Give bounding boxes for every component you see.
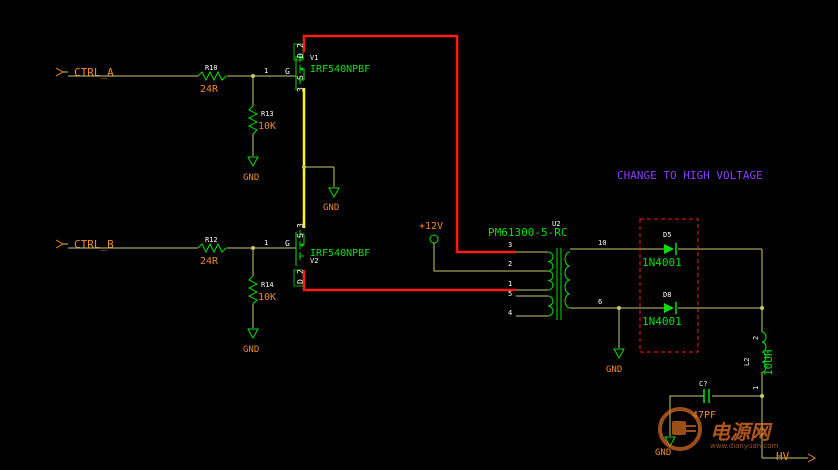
transformer-part: PM61300-5-RC bbox=[488, 226, 567, 239]
resistor-r12-ref: R12 bbox=[205, 236, 218, 244]
mosfet-v1-source-pin: S bbox=[296, 75, 305, 80]
port-ctrl-a-label: CTRL_A bbox=[74, 66, 114, 79]
inductor-pin: 2 bbox=[752, 336, 760, 340]
transformer-ref: U2 bbox=[552, 220, 560, 228]
mosfet-v1-source-num: 3 bbox=[296, 87, 305, 92]
capacitor-c: C? 47PF bbox=[669, 380, 764, 436]
net-drain-v2 bbox=[302, 270, 548, 292]
watermark-text: 电源网 bbox=[710, 420, 770, 444]
mosfet-v2: S 3 D 2 G V2 IRF540NPBF bbox=[285, 223, 370, 287]
resistor-r13-ref: R13 bbox=[261, 110, 274, 118]
resistor-r13: R13 10K bbox=[247, 76, 276, 156]
ground-label: GND bbox=[243, 345, 259, 355]
inductor-ref: L2 bbox=[743, 358, 751, 366]
inductor-value: 10UH bbox=[762, 350, 775, 377]
watermark-logo-icon bbox=[658, 407, 702, 451]
watermark-subtext: www.dianyuan.com bbox=[710, 442, 779, 450]
diode-d5: D5 1N4001 bbox=[642, 231, 682, 269]
ground-symbol: GND bbox=[243, 328, 259, 355]
net-drain-v1 bbox=[302, 34, 548, 254]
resistor-r10: R10 24R bbox=[197, 64, 228, 95]
mosfet-v2-ref: V2 bbox=[310, 257, 318, 265]
diode-d8-part: 1N4001 bbox=[642, 315, 682, 328]
mosfet-v2-source-num: 3 bbox=[296, 223, 305, 228]
inductor-l2: L2 10UH 2 1 bbox=[743, 331, 775, 458]
ground-label: GND bbox=[243, 173, 259, 183]
mosfet-v1: D 2 S 3 G V1 IRF540NPBF bbox=[285, 43, 370, 92]
mosfet-v2-part: IRF540NPBF bbox=[310, 248, 370, 259]
mosfet-v1-part: IRF540NPBF bbox=[310, 64, 370, 75]
secondary-wiring bbox=[570, 248, 764, 348]
wire-ctrl-b bbox=[68, 246, 296, 250]
ground-symbol: GND bbox=[655, 436, 676, 458]
resistor-r12-value: 24R bbox=[200, 256, 219, 267]
ground-symbol: GND bbox=[606, 348, 625, 375]
supply-label: +12V bbox=[419, 221, 443, 232]
resistor-r14: R14 10K bbox=[247, 248, 276, 328]
ground-label: GND bbox=[655, 448, 671, 458]
diode-d8-ref: D8 bbox=[663, 291, 671, 299]
mosfet-v1-ref: V1 bbox=[310, 54, 318, 62]
port-hv-label: HV bbox=[776, 450, 790, 463]
diode-d8: D8 1N4001 bbox=[642, 291, 682, 328]
mosfet-v1-drain-pin: D bbox=[296, 53, 305, 58]
ground-label: GND bbox=[606, 365, 622, 375]
diode-d5-part: 1N4001 bbox=[642, 256, 682, 269]
transformer-pin: 6 bbox=[598, 298, 602, 306]
ground-symbol: GND bbox=[243, 156, 259, 183]
transformer-pin: 10 bbox=[598, 239, 606, 247]
resistor-r14-value: 10K bbox=[258, 292, 276, 303]
transformer-pin: 3 bbox=[508, 241, 512, 249]
transformer-pin: 5 bbox=[508, 290, 512, 298]
resistor-r14-ref: R14 bbox=[261, 281, 274, 289]
mosfet-v2-source-pin: S bbox=[296, 233, 305, 238]
transformer-pin: 2 bbox=[508, 260, 512, 268]
mosfet-v1-gate-pin: G bbox=[285, 67, 290, 76]
transformer-pin: 1 bbox=[508, 280, 512, 288]
supply-12v: +12V bbox=[419, 221, 548, 272]
diode-enclosure bbox=[639, 218, 699, 353]
resistor-r10-ref: R10 bbox=[205, 64, 218, 72]
ground-symbol: GND bbox=[323, 187, 340, 213]
mosfet-v2-drain-pin: D bbox=[296, 279, 305, 284]
transformer-u2: U2 PM61300-5-RC 3 2 1 5 4 10 6 bbox=[488, 220, 606, 320]
note-text: CHANGE TO HIGH VOLTAGE bbox=[617, 169, 763, 182]
mosfet-v1-drain-num: 2 bbox=[296, 43, 305, 48]
resistor-r12: R12 24R bbox=[197, 236, 228, 267]
watermark: 电源网 www.dianyuan.com bbox=[654, 404, 804, 454]
diode-d5-ref: D5 bbox=[663, 231, 671, 239]
port-hv: HV bbox=[762, 450, 817, 463]
mosfet-v2-drain-num: 2 bbox=[296, 269, 305, 274]
pin-number: 1 bbox=[264, 239, 268, 247]
port-ctrl-b-label: CTRL_B bbox=[74, 238, 114, 251]
capacitor-ref: C? bbox=[699, 380, 707, 388]
inductor-pin: 1 bbox=[752, 386, 760, 390]
ground-label: GND bbox=[323, 203, 339, 213]
mosfet-v2-gate-pin: G bbox=[285, 239, 290, 248]
capacitor-value: 47PF bbox=[692, 410, 716, 421]
transformer-pin: 4 bbox=[508, 309, 512, 317]
resistor-r10-value: 24R bbox=[200, 84, 219, 95]
net-source-common bbox=[302, 88, 335, 228]
resistor-r13-value: 10K bbox=[258, 121, 276, 132]
pin-number: 1 bbox=[264, 67, 268, 75]
